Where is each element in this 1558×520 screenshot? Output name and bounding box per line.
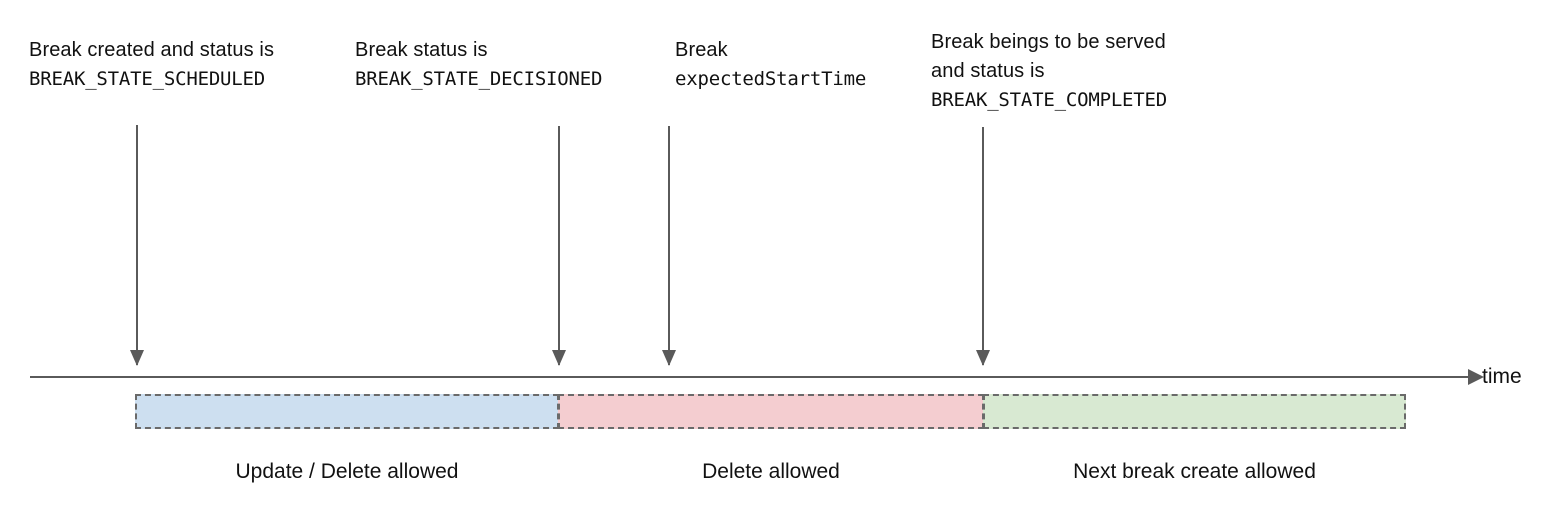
axis-line [30,376,1470,378]
annotation-text-line: Break created and status is [29,39,275,61]
phase-bar-delete-allowed [558,394,984,429]
arrow-down-icon [552,350,566,366]
phase-caption-next-break-create-allowed: Next break create allowed [1073,460,1316,483]
annotation-field-name: expectedStartTime [675,68,867,90]
arrow-shaft [558,126,560,365]
annotation-text-line: and status is [931,60,1045,82]
arrow-down-icon [976,350,990,366]
arrow-shaft [136,125,138,365]
arrow-shaft [982,127,984,365]
marker-arrow-break-decisioned [552,126,566,366]
phase-bar-update-delete-allowed [135,394,559,429]
marker-arrow-break-completed [976,127,990,366]
arrow-right-icon [1468,369,1484,385]
annotation-break-created-scheduled: Break created and status is BREAK_STATE_… [29,36,274,94]
annotation-text-line: Break [675,39,728,61]
annotation-status-constant: BREAK_STATE_SCHEDULED [29,68,266,90]
annotation-text-line: Break status is [355,39,488,61]
annotation-break-expected-start-time: Break expectedStartTime [675,36,866,94]
arrow-down-icon [662,350,676,366]
phase-caption-update-delete-allowed: Update / Delete allowed [235,460,459,483]
annotation-status-constant: BREAK_STATE_COMPLETED [931,89,1168,111]
annotation-status-constant: BREAK_STATE_DECISIONED [355,68,603,90]
marker-arrow-break-expected-start-time [662,126,676,366]
annotation-break-decisioned: Break status is BREAK_STATE_DECISIONED [355,36,602,94]
annotation-text-line: Break beings to be served [931,31,1166,53]
arrow-down-icon [130,350,144,366]
arrow-shaft [668,126,670,365]
time-axis-label: time [1482,365,1522,388]
marker-arrow-break-created-scheduled [130,125,144,366]
phase-caption-delete-allowed: Delete allowed [702,460,840,483]
annotation-break-completed: Break beings to be served and status is … [931,28,1167,115]
time-axis [30,369,1484,385]
phase-bar-next-break-create-allowed [983,394,1406,429]
